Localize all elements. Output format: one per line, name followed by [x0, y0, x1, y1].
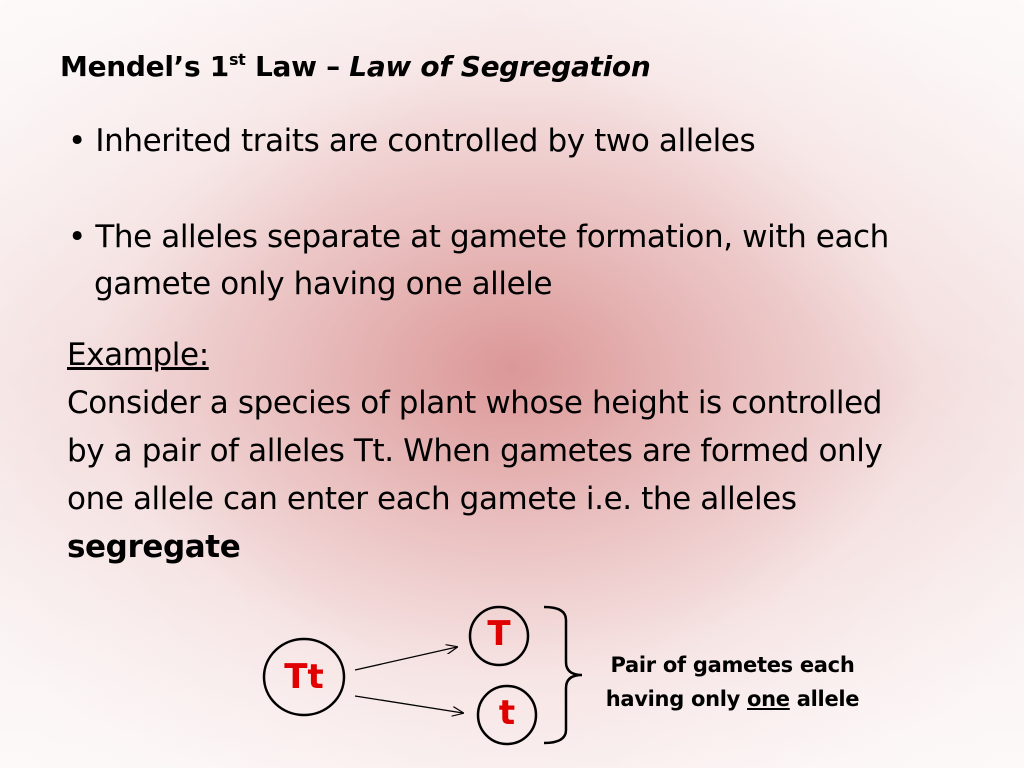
caption-line-2: having only one allele: [585, 682, 880, 716]
arrow-to-t: [354, 695, 463, 713]
caption-underlined-word: one: [747, 687, 790, 711]
parent-circle: [262, 637, 346, 717]
arrow-to-T: [354, 647, 457, 671]
example-block: Example: Consider a species of plant who…: [67, 331, 883, 571]
gametes-caption: Pair of gametes each having only one all…: [585, 648, 880, 716]
bullet-2-line-2: gamete only having one allele: [94, 266, 553, 302]
caption-line-2-post: allele: [789, 687, 860, 711]
bullet-1: • Inherited traits are controlled by two…: [68, 118, 756, 165]
example-line-1: Consider a species of plant whose height…: [67, 385, 883, 421]
example-heading: Example:: [67, 337, 209, 373]
gamete-t-group: t: [476, 684, 538, 746]
gamete-t-label: t: [499, 693, 515, 733]
caption-line-1: Pair of gametes each: [610, 653, 855, 677]
right-curly-brace: [543, 605, 583, 745]
gamete-t-circle: [476, 684, 538, 746]
title-rest: Law –: [245, 50, 350, 83]
parent-label: Tt: [284, 657, 323, 697]
title-superscript: st: [228, 50, 246, 69]
title-main: Mendel’s 1: [60, 50, 229, 83]
gamete-T-circle: [468, 605, 530, 667]
example-bold-word: segregate: [67, 529, 241, 565]
bullet-1-text: • Inherited traits are controlled by two…: [68, 123, 756, 159]
bullet-2-line-1: • The alleles separate at gamete formati…: [68, 219, 889, 255]
parent-circle-group: Tt: [262, 637, 346, 717]
slide-title: Mendel’s 1st Law – Law of Segregation: [60, 50, 651, 83]
gamete-T-label: T: [487, 614, 511, 654]
bullet-2: • The alleles separate at gamete formati…: [68, 214, 889, 308]
example-line-3: one allele can enter each gamete i.e. th…: [67, 481, 797, 517]
caption-line-2-pre: having only: [605, 687, 748, 711]
title-italic: Law of Segregation: [349, 50, 651, 83]
example-line-2: by a pair of alleles Tt. When gametes ar…: [67, 433, 883, 469]
gamete-T-group: T: [468, 605, 530, 667]
